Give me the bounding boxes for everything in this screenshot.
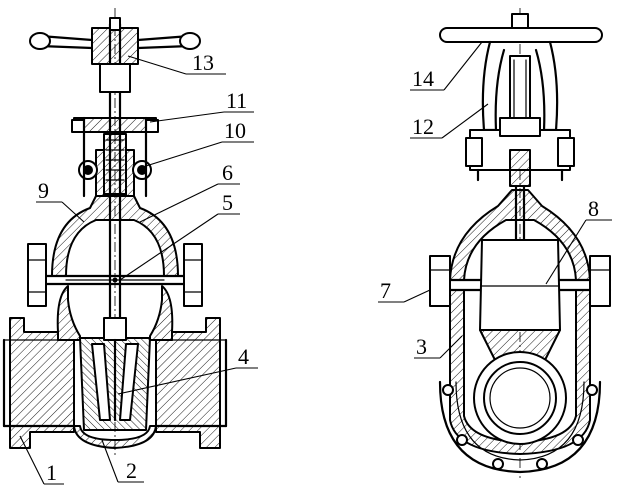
callout-5: 5 <box>222 190 233 215</box>
callout-2: 2 <box>126 458 137 483</box>
wedge-gate <box>79 317 151 431</box>
valve-body <box>2 285 228 449</box>
front-section-view <box>2 8 228 455</box>
packing-gland <box>71 116 159 198</box>
callout-14: 14 <box>412 66 434 91</box>
callout-7: 7 <box>380 278 391 303</box>
callout-8: 8 <box>588 196 599 221</box>
callout-1: 1 <box>46 460 57 485</box>
side-gland <box>465 117 575 187</box>
flange-bolts <box>27 243 203 307</box>
callout-13: 13 <box>192 50 214 75</box>
yoke <box>481 40 559 132</box>
callout-9: 9 <box>38 178 49 203</box>
handwheel-front <box>29 17 201 93</box>
callout-10: 10 <box>224 118 246 143</box>
handwheel-side <box>439 13 603 43</box>
callout-6: 6 <box>222 160 233 185</box>
side-body <box>438 289 602 474</box>
callout-11: 11 <box>226 88 247 113</box>
callout-4: 4 <box>238 344 249 369</box>
callout-3: 3 <box>416 334 427 359</box>
callout-12: 12 <box>412 114 434 139</box>
callouts: 13 11 10 6 5 9 4 1 2 14 <box>19 41 612 485</box>
side-view <box>428 8 612 478</box>
